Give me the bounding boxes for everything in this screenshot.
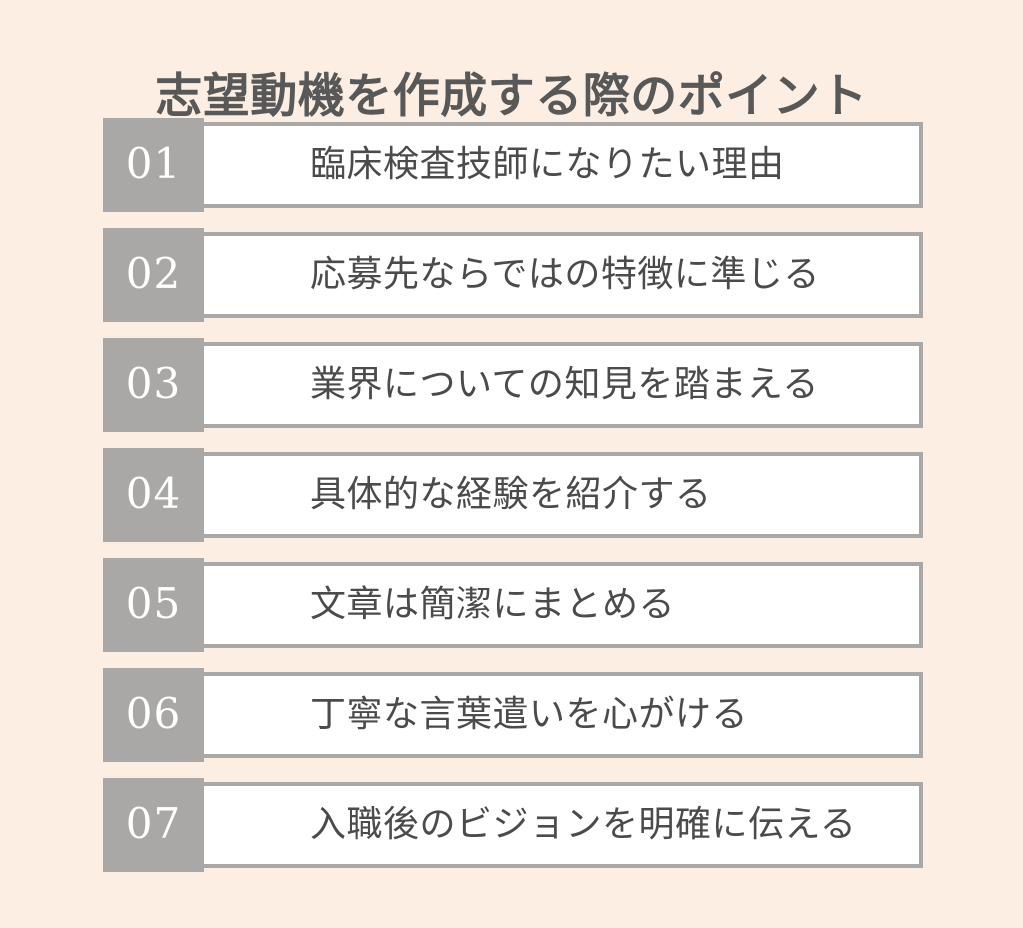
list-item: 02 応募先ならではの特徴に準じる	[103, 228, 923, 322]
item-label: 具体的な経験を紹介する	[310, 473, 712, 514]
list-item: 01 臨床検査技師になりたい理由	[103, 118, 923, 212]
list-item: 05 文章は簡潔にまとめる	[103, 558, 923, 652]
item-number: 04	[125, 469, 182, 518]
page-title-container: 志望動機を作成する際のポイント	[0, 36, 1023, 157]
points-list: 01 臨床検査技師になりたい理由 02 応募先ならではの特徴に準じる 03 業界…	[103, 118, 923, 872]
item-number: 01	[125, 139, 182, 188]
item-panel: 具体的な経験を紹介する	[204, 452, 923, 538]
item-panel: 業界についての知見を踏まえる	[204, 342, 923, 428]
item-label: 業界についての知見を踏まえる	[310, 363, 819, 404]
page-title: 志望動機を作成する際のポイント	[155, 69, 868, 123]
list-item: 03 業界についての知見を踏まえる	[103, 338, 923, 432]
item-number-badge: 02	[103, 228, 204, 322]
item-label: 丁寧な言葉遣いを心がける	[310, 693, 749, 734]
list-item: 07 入職後のビジョンを明確に伝える	[103, 778, 923, 872]
item-label: 文章は簡潔にまとめる	[310, 583, 676, 624]
item-label: 入職後のビジョンを明確に伝える	[310, 803, 857, 844]
item-panel: 応募先ならではの特徴に準じる	[204, 232, 923, 318]
item-number: 03	[125, 359, 182, 408]
item-panel: 臨床検査技師になりたい理由	[204, 122, 923, 208]
item-panel: 丁寧な言葉遣いを心がける	[204, 672, 923, 758]
item-number: 07	[125, 799, 182, 848]
item-label: 臨床検査技師になりたい理由	[310, 143, 785, 184]
item-number: 06	[125, 689, 182, 738]
item-panel: 文章は簡潔にまとめる	[204, 562, 923, 648]
item-number-badge: 06	[103, 668, 204, 762]
item-number: 05	[125, 579, 182, 628]
list-item: 06 丁寧な言葉遣いを心がける	[103, 668, 923, 762]
item-label: 応募先ならではの特徴に準じる	[310, 253, 820, 294]
item-number-badge: 07	[103, 778, 204, 872]
item-number-badge: 05	[103, 558, 204, 652]
list-item: 04 具体的な経験を紹介する	[103, 448, 923, 542]
item-number-badge: 03	[103, 338, 204, 432]
item-number: 02	[125, 249, 182, 298]
item-number-badge: 01	[103, 118, 204, 212]
item-number-badge: 04	[103, 448, 204, 542]
item-panel: 入職後のビジョンを明確に伝える	[204, 782, 923, 868]
